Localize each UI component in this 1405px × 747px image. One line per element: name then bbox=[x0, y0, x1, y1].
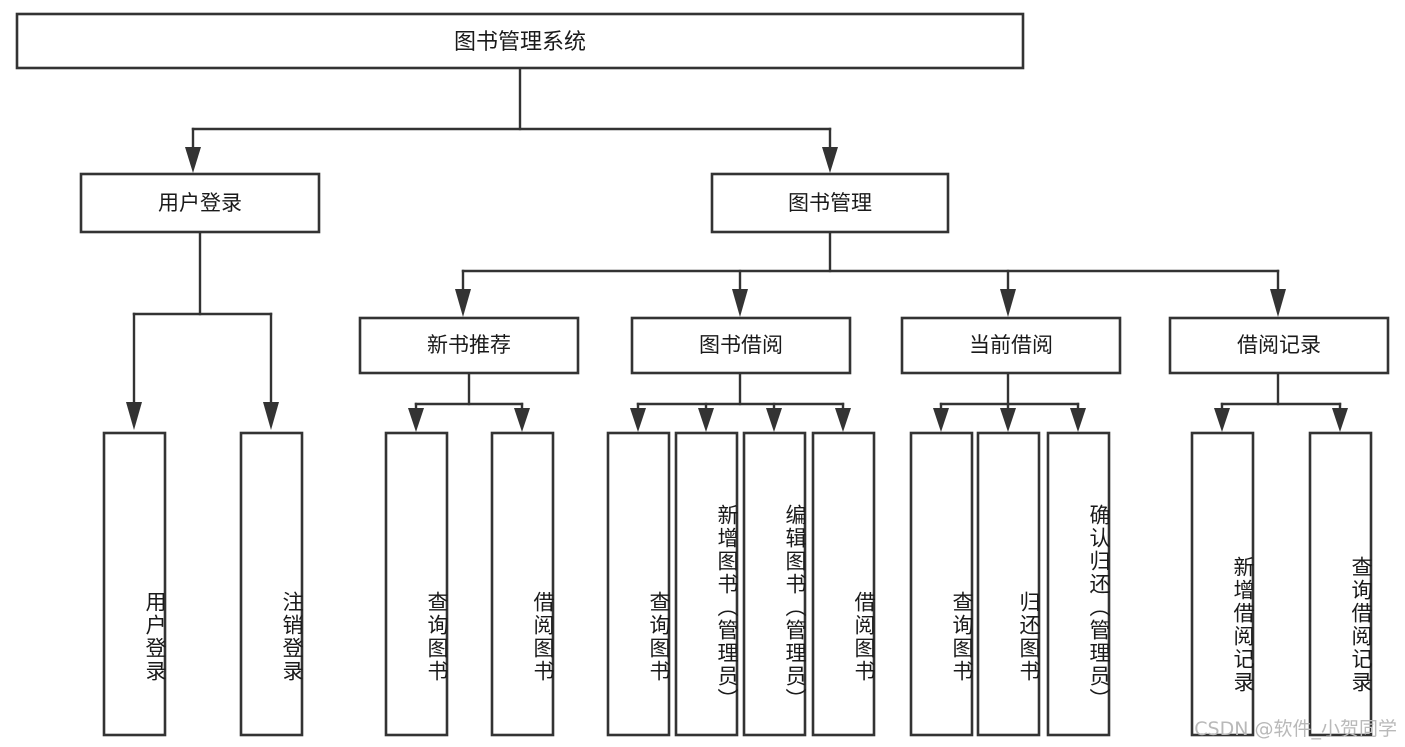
connectors-root-to-level1 bbox=[185, 66, 838, 173]
connectors-book-manage-to-level2 bbox=[455, 230, 1286, 317]
user-login-label: 用户登录 bbox=[158, 191, 242, 215]
book-management-label: 图书管理 bbox=[788, 191, 872, 215]
leaf-box-bb-borrow-book[interactable] bbox=[811, 431, 876, 737]
new-book-recommend-label: 新书推荐 bbox=[427, 333, 511, 357]
arrowhead-bb-leaf-1 bbox=[630, 408, 646, 432]
root-box[interactable] bbox=[15, 12, 1025, 70]
leaf-box-logout[interactable] bbox=[239, 431, 304, 737]
leaf-box-br-add-record[interactable] bbox=[1190, 431, 1255, 737]
leaf-box-br-query-record[interactable] bbox=[1308, 431, 1373, 737]
current-borrow-label: 当前借阅 bbox=[969, 333, 1053, 357]
borrow-record-label: 借阅记录 bbox=[1237, 333, 1321, 357]
arrowhead-br-leaf-2 bbox=[1332, 408, 1348, 432]
arrowhead-bb-leaf-3 bbox=[766, 408, 782, 432]
leaf-box-bb-query-book[interactable] bbox=[606, 431, 671, 737]
new-book-recommend-box[interactable] bbox=[358, 316, 580, 375]
arrowhead-bb-leaf-4 bbox=[835, 408, 851, 432]
user-login-box[interactable] bbox=[79, 172, 321, 234]
node-new-book-recommend[interactable]: 新书推荐 bbox=[358, 316, 580, 375]
arrowhead-cb-leaf-1 bbox=[933, 408, 949, 432]
connectors-current-borrow-to-leaves bbox=[933, 371, 1086, 432]
node-user-login[interactable]: 用户登录 bbox=[79, 172, 321, 234]
arrowhead-borrow-record bbox=[1270, 289, 1286, 317]
arrowhead-leaf-user-login bbox=[126, 402, 142, 430]
leaf-box-cb-query-book[interactable] bbox=[909, 431, 974, 737]
arrowhead-nb-leaf-1 bbox=[408, 408, 424, 432]
arrowhead-cb-leaf-3 bbox=[1070, 408, 1086, 432]
arrowhead-user-login bbox=[185, 147, 201, 173]
leaf-box-cb-return-book[interactable] bbox=[976, 431, 1041, 737]
leaf-box-bb-edit-book[interactable] bbox=[742, 431, 807, 737]
leaf-box-bb-add-book[interactable] bbox=[674, 431, 739, 737]
connectors-borrow-record-to-leaves bbox=[1214, 371, 1348, 432]
csdn-watermark: CSDN @软件_小贺同学 bbox=[1194, 718, 1397, 740]
arrowhead-leaf-logout bbox=[263, 402, 279, 430]
arrowhead-book-manage bbox=[822, 147, 838, 173]
book-borrow-box[interactable] bbox=[630, 316, 852, 375]
leaf-box-cb-confirm-return[interactable] bbox=[1046, 431, 1111, 737]
arrowhead-book-borrow bbox=[732, 289, 748, 317]
arrowhead-new-book bbox=[455, 289, 471, 317]
node-book-management[interactable]: 图书管理 bbox=[710, 172, 950, 234]
node-root-system[interactable]: 图书管理系统 bbox=[15, 12, 1025, 70]
book-management-box[interactable] bbox=[710, 172, 950, 234]
leaf-box-user-login[interactable] bbox=[102, 431, 167, 737]
node-book-borrow[interactable]: 图书借阅 bbox=[630, 316, 852, 375]
connectors-user-login-to-leaves bbox=[126, 230, 279, 430]
node-borrow-record[interactable]: 借阅记录 bbox=[1168, 316, 1390, 375]
root-label: 图书管理系统 bbox=[454, 30, 586, 55]
arrowhead-nb-leaf-2 bbox=[514, 408, 530, 432]
book-borrow-label: 图书借阅 bbox=[699, 333, 783, 357]
connectors-new-book-to-leaves bbox=[408, 371, 530, 432]
leaf-box-nb-borrow-book[interactable] bbox=[490, 431, 555, 737]
connectors-book-borrow-to-leaves bbox=[630, 371, 851, 432]
arrowhead-br-leaf-1 bbox=[1214, 408, 1230, 432]
arrowhead-bb-leaf-2 bbox=[698, 408, 714, 432]
node-current-borrow[interactable]: 当前借阅 bbox=[900, 316, 1122, 375]
current-borrow-box[interactable] bbox=[900, 316, 1122, 375]
leaf-box-nb-query-book[interactable] bbox=[384, 431, 449, 737]
arrowhead-cb-leaf-2 bbox=[1000, 408, 1016, 432]
arrowhead-current-borrow bbox=[1000, 289, 1016, 317]
borrow-record-box[interactable] bbox=[1168, 316, 1390, 375]
